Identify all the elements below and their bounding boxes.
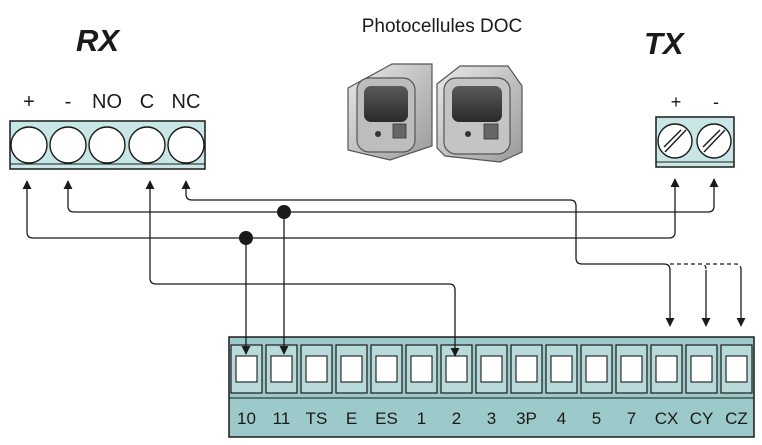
wiring: [22, 178, 746, 357]
rx-label-c: C: [140, 91, 154, 113]
board-terminal-labels: 10 11 TS E ES 1 2 3 3P 4 5 7 CX CY CZ: [237, 409, 748, 428]
board-terminal-screw: [725, 355, 748, 383]
board-terminal-screw: [480, 355, 503, 383]
rx-label-minus: -: [65, 91, 72, 113]
rx-label-no: NO: [92, 91, 122, 113]
board-label-cx: CX: [655, 409, 679, 428]
board-label-es: ES: [375, 409, 398, 428]
board-label-ts: TS: [306, 409, 328, 428]
wire-branch-cy: [670, 263, 707, 271]
wire-branch-cz: [706, 263, 742, 271]
rx-label-plus: +: [23, 91, 35, 113]
rx-terminal-minus: [49, 126, 87, 164]
board-terminal-screw: [550, 355, 573, 383]
board-label-5: 5: [592, 409, 601, 428]
board-label-3p: 3P: [516, 409, 537, 428]
rx-terminal-block: [9, 120, 206, 170]
board-terminal-screw: [305, 355, 328, 383]
tx-terminal-block: [655, 116, 735, 168]
board-label-11: 11: [273, 409, 291, 428]
board-terminal-screw: [270, 355, 293, 383]
wire-rx-minus-to-tx-minus: [63, 178, 719, 213]
board-label-cz: CZ: [725, 409, 748, 428]
rx-terminal-c: [128, 126, 166, 164]
wire-junction: [277, 205, 291, 219]
wire-junction: [239, 231, 253, 245]
board-label-10: 10: [237, 409, 256, 428]
board-terminal-screw: [620, 355, 643, 383]
board-label-e: E: [346, 409, 357, 428]
rx-terminal-no: [88, 126, 126, 164]
rx-terminal-nc: [167, 126, 205, 164]
photocell-device-icon: [436, 65, 523, 163]
board-terminal-screw: [410, 355, 433, 383]
board-terminal-screw: [375, 355, 398, 383]
wire-rx-nc-to-cx: [181, 180, 675, 327]
board-label-cy: CY: [690, 409, 714, 428]
board-label-7: 7: [627, 409, 636, 428]
rx-label-nc: NC: [172, 91, 201, 113]
board-terminal-screw: [515, 355, 538, 383]
board-terminal-cells: [230, 344, 753, 394]
photocell-device-icon: [347, 63, 433, 161]
board-label-1: 1: [417, 409, 426, 428]
rx-heading: RX: [76, 23, 121, 58]
tx-label-minus: -: [713, 92, 719, 112]
wire-rx-c-to-board-2: [145, 180, 460, 357]
board-label-4: 4: [557, 409, 566, 428]
board-label-2: 2: [452, 409, 461, 428]
tx-label-plus: +: [671, 92, 682, 112]
board-terminal-screw: [585, 355, 608, 383]
tx-heading: TX: [644, 26, 686, 61]
board-terminal-screw: [655, 355, 678, 383]
board-terminal-screw: [340, 355, 363, 383]
diagram-title: Photocellules DOC: [362, 16, 523, 37]
board-terminal-screw: [445, 355, 468, 383]
board-label-3: 3: [487, 409, 496, 428]
board-terminal-screw: [690, 355, 713, 383]
rx-terminal-plus: [10, 126, 48, 164]
board-terminal-screw: [235, 355, 258, 383]
wire-rx-plus-to-tx-plus: [22, 178, 680, 239]
